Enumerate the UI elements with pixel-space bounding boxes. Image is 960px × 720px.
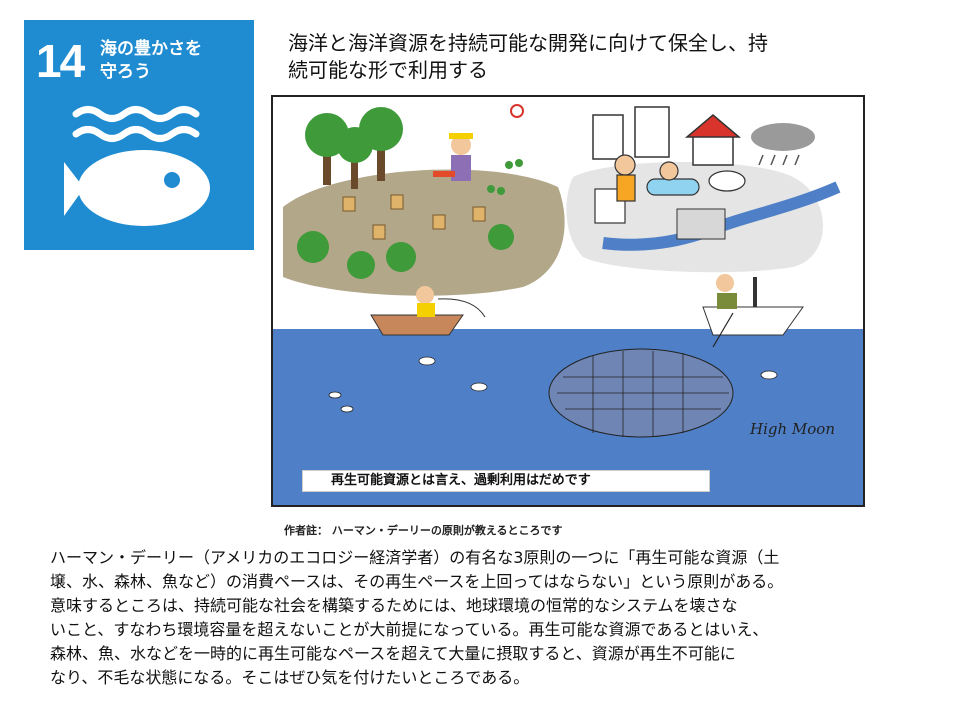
- ocean-illustration: [273, 97, 863, 505]
- seedlings: [487, 159, 523, 195]
- deforested-land: [283, 169, 565, 296]
- fish-and-waves-icon: [64, 106, 210, 226]
- body-paragraph: ハーマン・デーリー（アメリカのエコロジー経済学者）の有名な3原則の一つに「再生可…: [50, 546, 930, 690]
- illustration-frame: [271, 95, 865, 507]
- forest-trees: [297, 107, 514, 279]
- author-note: 作者註： ハーマン・デーリーの原則が教えるところです: [284, 524, 563, 537]
- sdg-title-line2: 守ろう: [100, 62, 151, 82]
- tree-stumps: [342, 194, 486, 240]
- body-line: なり、不毛な状態になる。そこはぜひ気を付けたいところである。: [50, 668, 530, 687]
- heading-line1: 海洋と海洋資源を持続可能な開発に向けて保全し、持: [288, 31, 768, 55]
- bath-family: [594, 154, 746, 224]
- illustration-caption: 再生可能資源とは言え、過剰利用はだめです: [302, 470, 710, 492]
- sdg-title: 海の豊かさを 守ろう: [100, 38, 240, 84]
- body-line: 森林、魚、水などを一時的に再生可能なペースを超えて大量に摂取すると、資源が再生不…: [50, 644, 736, 663]
- body-line: 壌、水、森林、魚など）の消費ペースは、その再生ペースを上回ってはならない」という…: [50, 572, 784, 591]
- chainsaw: [433, 171, 455, 177]
- illustrator-signature: High Moon: [750, 420, 835, 438]
- logger-figure: [433, 133, 473, 181]
- sun-icon: [510, 104, 524, 118]
- free-fish: [328, 356, 778, 413]
- sdg-title-line1: 海の豊かさを: [100, 39, 202, 59]
- body-line: いこと、すなわち環境容量を超えないことが大前提になっている。再生可能な資源である…: [50, 620, 769, 639]
- sdg-14-tile: 14 海の豊かさを 守ろう: [24, 20, 254, 250]
- heading-line2: 続可能な形で利用する: [288, 58, 488, 82]
- town-buildings: [592, 106, 742, 166]
- water-tank: [676, 208, 726, 240]
- fishing-net: [548, 312, 734, 438]
- rain-cloud-icon: [751, 123, 815, 166]
- body-line: ハーマン・デーリー（アメリカのエコロジー経済学者）の有名な3原則の一つに「再生可…: [50, 548, 780, 567]
- page-heading: 海洋と海洋資源を持続可能な開発に向けて保全し、持 続可能な形で利用する: [288, 30, 868, 84]
- sdg-number: 14: [36, 35, 85, 87]
- fishing-boat-right: [702, 274, 804, 336]
- fishing-boat-left: [370, 286, 486, 336]
- body-line: 意味するところは、持続可能な社会を構築するためには、地球環境の恒常的なシステムを…: [50, 596, 738, 615]
- house-roof: [684, 114, 742, 138]
